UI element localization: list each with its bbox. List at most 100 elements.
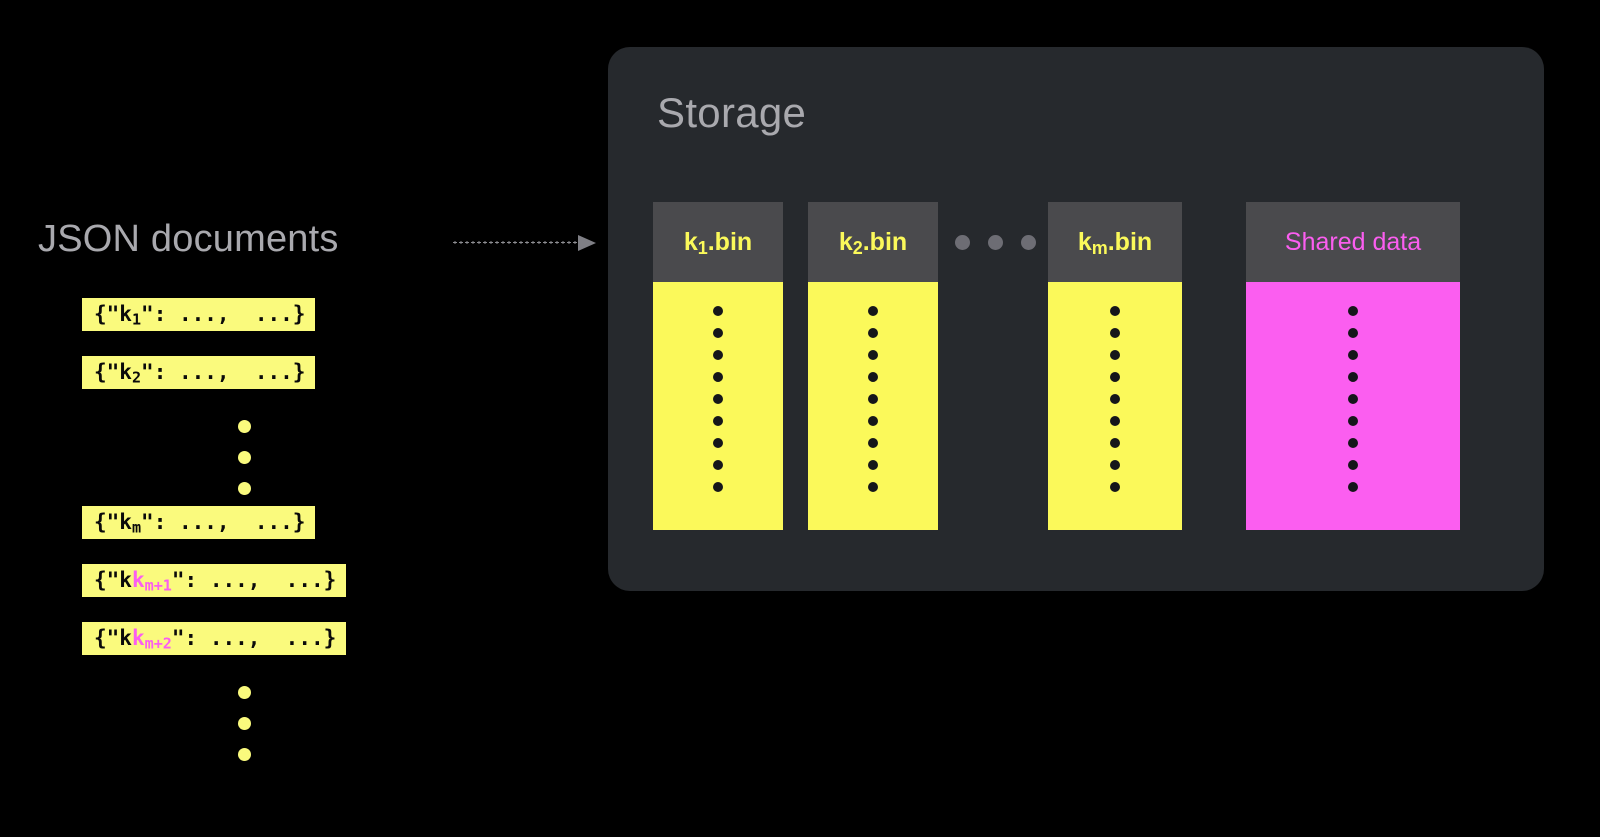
doc-subscript: 1 <box>131 310 142 329</box>
record-dot <box>1110 372 1120 382</box>
ellipsis-dot <box>955 235 970 250</box>
bin-header-label-shared: Shared data <box>1246 202 1460 282</box>
record-dot <box>1348 460 1358 470</box>
record-dot <box>868 328 878 338</box>
record-dot <box>1348 482 1358 492</box>
record-dot <box>713 394 723 404</box>
doc-suffix: ": ..., ...} <box>141 302 306 326</box>
ellipsis-dot <box>238 420 251 433</box>
storage-bin-k2[interactable]: k2.bin <box>808 202 938 530</box>
json-document-box-km: {"km": ..., ...} <box>82 506 316 539</box>
record-dot <box>1348 350 1358 360</box>
storage-title: Storage <box>657 89 807 136</box>
bin-header-label: k1.bin <box>653 202 783 282</box>
record-dot <box>868 416 878 426</box>
json-document-box-k1: {"k1": ..., ...} <box>82 298 316 331</box>
record-dot <box>1348 328 1358 338</box>
record-dot <box>1110 438 1120 448</box>
list-item: {"kkm+2": ..., ...} <box>82 622 502 655</box>
storage-panel: Storage k1.bin k2.bin <box>608 47 1544 591</box>
list-item: {"k2": ..., ...} <box>82 356 502 389</box>
list-item: {"kkm+1": ..., ...} <box>82 564 502 597</box>
storage-bin-shared-data[interactable]: Shared data <box>1246 202 1460 530</box>
record-dot <box>1110 306 1120 316</box>
bin-label-suffix: .bin <box>862 228 908 256</box>
record-dot <box>868 350 878 360</box>
bin-label-prefix: k <box>1077 228 1092 256</box>
ellipsis-dot <box>238 748 251 761</box>
doc-suffix: ": ..., ...} <box>171 568 337 592</box>
ellipsis-dot <box>238 686 251 699</box>
doc-suffix: ": ..., ...} <box>171 626 337 650</box>
bin-header-label: km.bin <box>1048 202 1182 282</box>
documents-vertical-ellipsis-upper <box>82 414 502 506</box>
doc-subscript: m+1 <box>144 576 172 595</box>
storage-bin-k1[interactable]: k1.bin <box>653 202 783 530</box>
json-document-box-k2: {"k2": ..., ...} <box>82 356 316 389</box>
bin-label-subscript: m <box>1091 237 1108 258</box>
record-dot <box>868 482 878 492</box>
bin-header-label: k2.bin <box>808 202 938 282</box>
record-dot <box>868 394 878 404</box>
record-dot <box>1348 416 1358 426</box>
record-dot <box>868 460 878 470</box>
ellipsis-dot <box>238 482 251 495</box>
record-dot <box>713 438 723 448</box>
documents-vertical-ellipsis-lower <box>82 680 502 772</box>
doc-subscript: m+2 <box>144 634 172 653</box>
bin-label-subscript: 2 <box>852 237 863 258</box>
ellipsis-dot <box>238 451 251 464</box>
record-dot <box>1110 416 1120 426</box>
doc-prefix: {"k <box>94 302 132 326</box>
record-dot <box>1348 438 1358 448</box>
doc-key-highlight: km+2 <box>131 626 172 653</box>
dotted-arrow-icon <box>452 235 602 251</box>
record-dot <box>713 372 723 382</box>
record-dot <box>713 350 723 360</box>
record-dot <box>1348 372 1358 382</box>
doc-prefix: {"k <box>94 360 132 384</box>
bin-body <box>808 282 938 530</box>
record-dot <box>713 328 723 338</box>
record-dot <box>713 460 723 470</box>
doc-suffix: ": ..., ...} <box>141 360 306 384</box>
bin-label-prefix: k <box>683 228 698 256</box>
storage-bin-km[interactable]: km.bin <box>1048 202 1182 530</box>
bin-body-shared <box>1246 282 1460 530</box>
ellipsis-dot <box>238 717 251 730</box>
record-dot <box>1110 328 1120 338</box>
doc-prefix: {"k <box>94 568 132 592</box>
record-dot <box>713 306 723 316</box>
record-dot <box>1348 306 1358 316</box>
bin-label-suffix: .bin <box>707 228 753 256</box>
ellipsis-dot <box>1021 235 1036 250</box>
bins-horizontal-ellipsis <box>955 235 1041 251</box>
json-documents-label: JSON documents <box>38 218 339 260</box>
ellipsis-dot <box>988 235 1003 250</box>
bin-label-suffix: .bin <box>1107 228 1153 256</box>
doc-subscript: 2 <box>131 368 142 387</box>
record-dot <box>713 482 723 492</box>
record-dot <box>1110 350 1120 360</box>
doc-prefix: {"k <box>94 510 132 534</box>
doc-prefix: {"k <box>94 626 132 650</box>
arrow-head <box>578 235 596 251</box>
record-dot <box>868 372 878 382</box>
bin-body <box>653 282 783 530</box>
list-item: {"km": ..., ...} <box>82 506 502 539</box>
json-document-box-km1: {"kkm+1": ..., ...} <box>82 564 347 597</box>
record-dot <box>1110 460 1120 470</box>
record-dot <box>1110 394 1120 404</box>
bin-body <box>1048 282 1182 530</box>
record-dot <box>868 438 878 448</box>
list-item: {"k1": ..., ...} <box>82 298 502 331</box>
record-dot <box>1110 482 1120 492</box>
doc-suffix: ": ..., ...} <box>141 510 306 534</box>
bin-label-subscript: 1 <box>697 237 708 258</box>
record-dot <box>713 416 723 426</box>
json-document-list: {"k1": ..., ...} {"k2": ..., ...} {"km":… <box>82 298 502 772</box>
arrow-line <box>452 241 579 244</box>
json-document-box-km2: {"kkm+2": ..., ...} <box>82 622 347 655</box>
doc-key-highlight: km+1 <box>131 568 172 595</box>
doc-subscript: m <box>131 518 142 537</box>
